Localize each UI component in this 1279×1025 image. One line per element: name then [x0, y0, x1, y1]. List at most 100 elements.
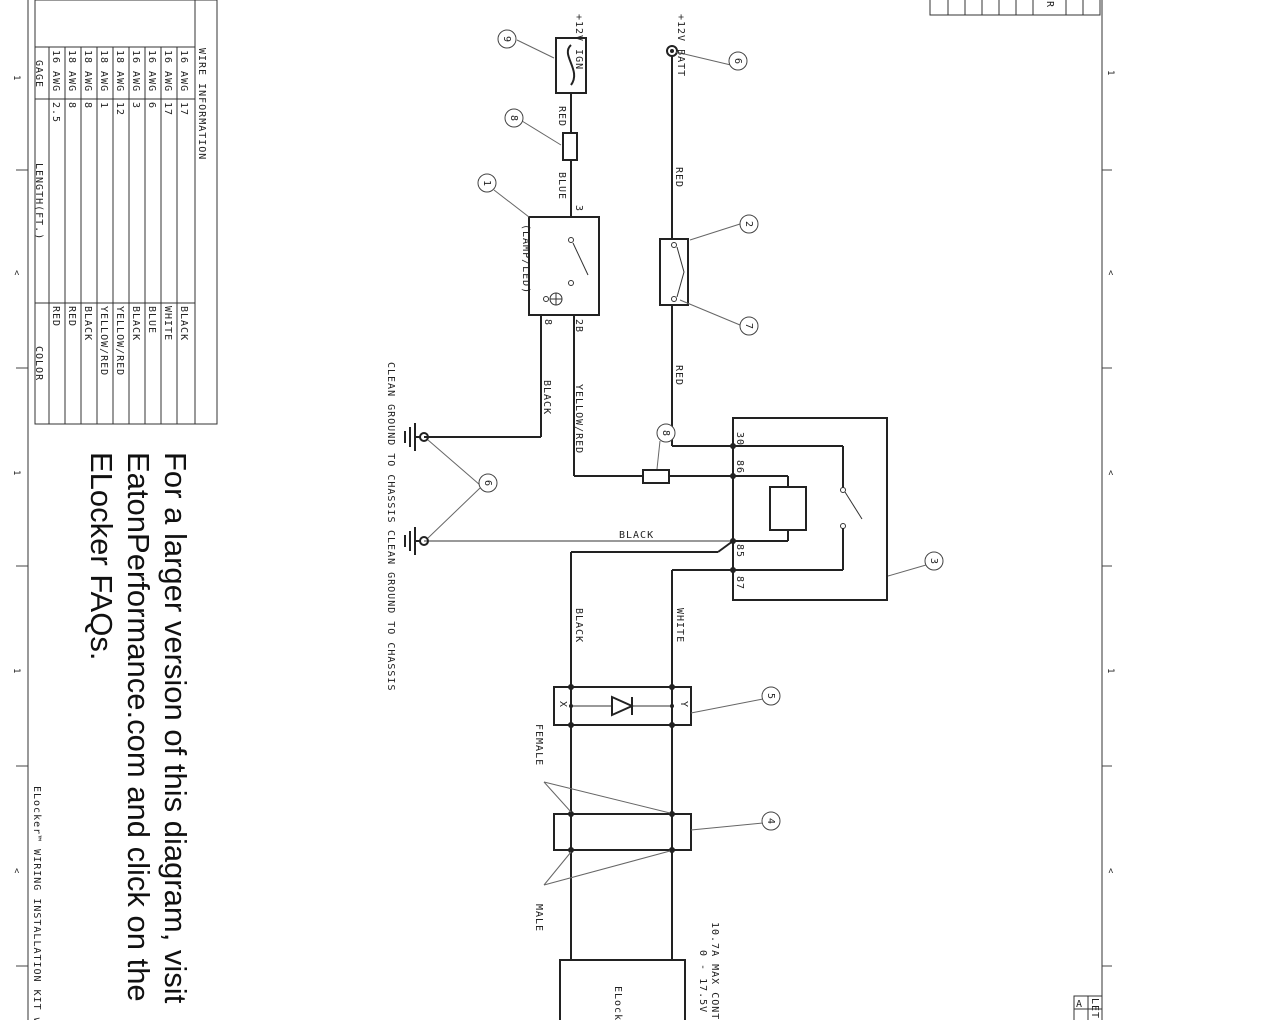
diode-module — [553, 684, 692, 728]
ground-symbol-upper — [404, 423, 429, 451]
wire-label-black-harness: BLACK — [573, 608, 584, 643]
wire-label-blue: BLUE — [556, 172, 567, 200]
callout-7: 7 — [739, 316, 759, 336]
callout-balloons: 9 8 1 6 2 7 8 6 3 5 4 — [477, 29, 944, 831]
wires — [424, 56, 734, 960]
wire-row-color: RED — [66, 306, 77, 327]
callout-9: 9 — [497, 29, 517, 49]
dash-switch — [528, 216, 600, 316]
wire-row-color: WHITE — [162, 306, 173, 341]
callout-6-batt: 6 — [728, 51, 748, 71]
switch-pin-8: 8 — [542, 319, 553, 326]
wire-label-red-batt: RED — [673, 167, 684, 188]
svg-text:<: < — [11, 270, 21, 276]
ignition-fuse — [555, 37, 587, 94]
connector-leaders — [543, 781, 671, 886]
wire-row-gage: 18 AWG — [114, 50, 125, 92]
svg-text:1: 1 — [481, 180, 492, 186]
inline-fuse-relay — [642, 469, 670, 484]
switch-pin-3: 3 — [573, 205, 584, 212]
wire-label-black-switch: BLACK — [541, 380, 552, 415]
callout-6-ground: 6 — [478, 473, 498, 493]
svg-text:4: 4 — [765, 818, 776, 824]
wire-row-gage: 18 AWG — [66, 50, 77, 92]
wire-table-header-gage: GAGE — [33, 60, 44, 88]
circuit-breaker — [659, 238, 689, 306]
callout-2: 2 — [739, 214, 759, 234]
svg-text:9: 9 — [501, 36, 512, 42]
callout-5: 5 — [761, 686, 781, 706]
diode-pin-y: Y — [678, 701, 689, 708]
wire-row-color: BLACK — [82, 306, 93, 341]
spec-current: 10.7A MAX CONT — [709, 922, 720, 1020]
note-line-3: ELocker FAQs. — [84, 452, 119, 660]
wire-row-length: 17 — [178, 102, 189, 116]
callout-leaders — [427, 39, 927, 831]
wire-row-gage: 16 AWG — [146, 50, 157, 92]
ground-label-lower: CLEAN GROUND TO CHASSIS — [385, 530, 396, 691]
svg-text:2: 2 — [743, 221, 754, 227]
switch-pin-2b: 2B — [573, 319, 584, 333]
svg-text:1: 1 — [11, 470, 21, 475]
relay-pin-85: 85 — [734, 544, 745, 558]
faq-note: For a larger version of this diagram, vi… — [84, 452, 193, 1004]
wire-row-length: 12 — [114, 102, 125, 116]
elocker-label: ELock — [612, 986, 623, 1020]
revision-table-text: R — [1044, 1, 1055, 8]
inline-fuse-top — [562, 132, 578, 161]
wire-row-color: BLACK — [130, 306, 141, 341]
sheet-border: 1 < 1 1 < 1 < < 1 < — [11, 0, 1115, 1020]
svg-text:6: 6 — [482, 480, 493, 486]
relay — [730, 417, 888, 601]
wire-row-length: 8 — [82, 102, 93, 109]
svg-text:5: 5 — [765, 693, 776, 699]
wire-row-gage: 16 AWG — [162, 50, 173, 92]
wire-row-length: 6 — [146, 102, 157, 109]
svg-text:1: 1 — [11, 75, 21, 80]
wire-info-table: WIRE INFORMATION GAGE LENGTH(FT.) COLOR … — [33, 0, 218, 425]
female-label: FEMALE — [533, 724, 544, 766]
svg-text:8: 8 — [508, 115, 519, 121]
svg-text:1: 1 — [1105, 70, 1115, 75]
title-corner: A LET — [1073, 995, 1103, 1023]
ground-symbol-lower — [404, 527, 429, 555]
wire-row-length: 2.5 — [50, 102, 61, 123]
corner-partial-text: LET — [1089, 998, 1100, 1019]
svg-text:3: 3 — [928, 558, 939, 564]
harness-connector — [553, 811, 692, 853]
drawing-title: ELocker™ WIRING INSTALLATION KIT w/ RE — [31, 786, 42, 1020]
svg-text:1: 1 — [1105, 668, 1115, 673]
callout-4: 4 — [761, 811, 781, 831]
wire-row-gage: 18 AWG — [82, 50, 93, 92]
ign-label: +12V IGN — [573, 14, 584, 70]
svg-text:<: < — [1105, 470, 1115, 476]
svg-text:1: 1 — [11, 668, 21, 673]
wire-label-black-ground: BLACK — [619, 530, 654, 541]
wire-row-color: BLUE — [146, 306, 157, 334]
diode-pin-x: X — [557, 701, 568, 708]
ground-label-upper: CLEAN GROUND TO CHASSIS — [385, 362, 396, 523]
wire-label-yellow-red: YELLOW/RED — [573, 384, 584, 454]
svg-text:6: 6 — [732, 58, 743, 64]
callout-8-top: 8 — [504, 108, 524, 128]
note-line-1: For a larger version of this diagram, vi… — [158, 452, 193, 1004]
revision-letter: A — [1076, 999, 1083, 1010]
wire-row-gage: 16 AWG — [50, 50, 61, 92]
relay-pin-30: 30 — [734, 432, 745, 446]
diagram-labels: +12V IGN +12V BATT RED BLUE 3 (LAMP/LED)… — [385, 14, 745, 1021]
wire-row-length: 3 — [130, 102, 141, 109]
note-line-2: EatonPerformance.com and click on the — [121, 452, 156, 1002]
wire-label-white-harness: WHITE — [674, 608, 685, 643]
wire-row-color: YELLOW/RED — [98, 306, 109, 376]
wire-table-header-length: LENGTH(FT.) — [33, 163, 44, 240]
wire-label-red-relay: RED — [673, 365, 684, 386]
wire-row-length: 8 — [66, 102, 77, 109]
callout-3: 3 — [924, 551, 944, 571]
wire-row-color: BLACK — [178, 306, 189, 341]
wire-row-color: RED — [50, 306, 61, 327]
wire-row-color: YELLOW/RED — [114, 306, 125, 376]
wire-label-red-ign: RED — [556, 106, 567, 127]
male-label: MALE — [533, 904, 544, 932]
